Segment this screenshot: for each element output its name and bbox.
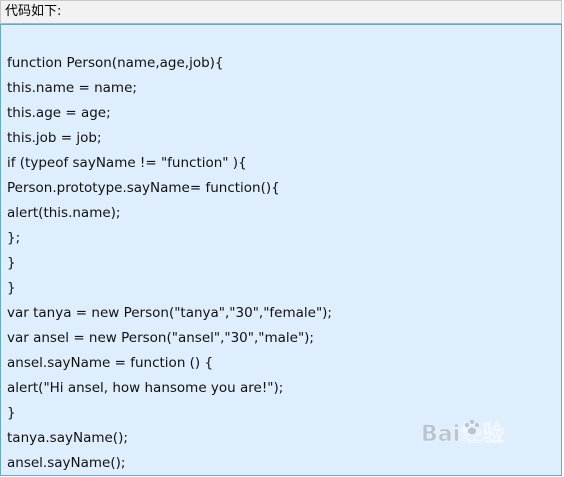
code-line: function Person(name,age,job){ <box>7 55 224 71</box>
baidu-jingyan-watermark: Bai经验 <box>421 419 504 447</box>
code-line: var ansel = new Person("ansel","30","mal… <box>7 330 314 346</box>
code-line: alert(this.name); <box>7 205 121 221</box>
code-line: } <box>7 255 16 271</box>
code-line: this.name = name; <box>7 80 137 96</box>
code-lines: function Person(name,age,job){ this.name… <box>7 51 332 475</box>
watermark-text: Bai经验 <box>421 421 504 447</box>
code-line: this.age = age; <box>7 105 111 121</box>
code-line: Person.prototype.sayName= function(){ <box>7 180 280 196</box>
code-line: ansel.sayName = function () { <box>7 355 214 371</box>
code-line: tanya.sayName(); <box>7 430 128 446</box>
code-block: function Person(name,age,job){ this.name… <box>0 24 562 476</box>
code-line: var tanya = new Person("tanya","30","fem… <box>7 305 332 321</box>
code-line: } <box>7 280 16 296</box>
code-line: } <box>7 405 16 421</box>
baidu-paw-logo-icon <box>464 419 480 435</box>
code-line: this.job = job; <box>7 130 102 146</box>
code-header-label: 代码如下: <box>5 4 62 19</box>
code-line: alert("Hi ansel, how hansome you are!"); <box>7 380 284 396</box>
code-line: }; <box>7 230 21 246</box>
code-line: ansel.sayName(); <box>7 455 126 471</box>
code-header: 代码如下: <box>0 0 562 24</box>
code-line: if (typeof sayName != "function" ){ <box>7 155 247 171</box>
